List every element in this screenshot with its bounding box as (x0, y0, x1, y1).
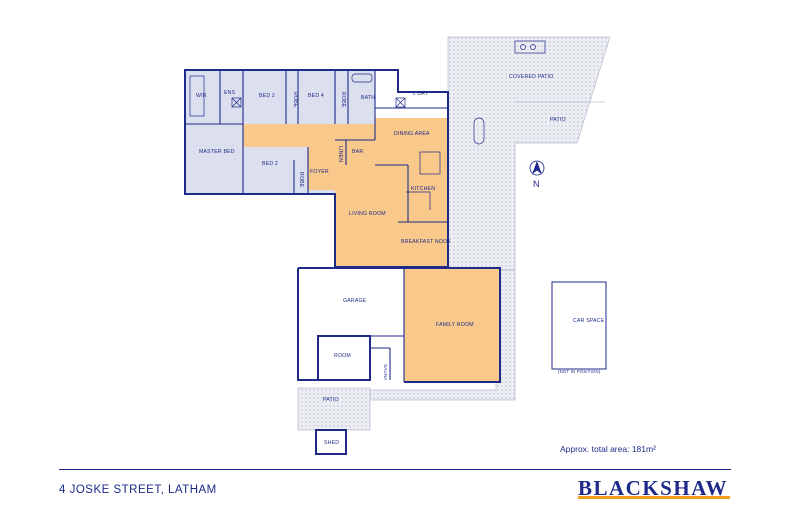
label-garage: GARAGE (343, 298, 367, 304)
label-living-room: LIVING ROOM (349, 211, 386, 217)
footer-divider (59, 469, 731, 470)
label-family-room: FAMILY ROOM (436, 322, 474, 328)
label-not-in-position: (NOT IN POSITION) (558, 369, 601, 374)
car-space-outline (551, 281, 607, 370)
label-patio-right: PATIO (550, 117, 566, 123)
label-robe3: ROBE (298, 172, 304, 188)
family-room-fill (404, 269, 500, 382)
label-kitchen: KITCHEN (411, 186, 435, 192)
label-breakfast-nook: BREAKFAST NOOK (401, 239, 451, 245)
label-bed4: BED 4 (308, 93, 324, 99)
north-compass (529, 160, 545, 176)
total-area: Approx. total area: 181m² (560, 444, 656, 454)
living-zone (243, 118, 448, 267)
fixtures (189, 40, 546, 210)
label-bath: BATH (361, 95, 375, 101)
label-foyer: FOYER (310, 169, 329, 175)
walls (184, 69, 501, 455)
label-shed: SHED (324, 440, 339, 446)
label-bed2-top: BED 2 (259, 93, 275, 99)
label-wir: WIR (196, 93, 207, 99)
label-dining: DINING AREA (394, 131, 430, 137)
property-address: 4 JOSKE STREET, LATHAM (59, 484, 217, 496)
label-sauna: SAUNA (383, 364, 388, 381)
label-bar: BAR (352, 149, 363, 155)
label-car-space: CAR SPACE (573, 318, 605, 324)
compass-north-label: N (533, 179, 540, 189)
patio-bottom-paving (297, 387, 371, 431)
covered-patio-paving (447, 36, 611, 271)
label-master-bed: MASTER BED (199, 149, 235, 155)
label-patio-bottom: PATIO (323, 397, 339, 403)
label-covered-patio: COVERED PATIO (509, 74, 554, 80)
interior-walls (185, 70, 448, 382)
label-ens: ENS (224, 90, 236, 96)
brand-accent-bar (578, 496, 730, 499)
label-robe2: ROBE (340, 92, 346, 108)
label-room: ROOM (334, 353, 351, 359)
label-linen: LINEN (337, 146, 343, 162)
label-robe1: ROBE (292, 92, 298, 108)
label-bed2: BED 2 (262, 161, 278, 167)
label-ldry: L'DRY (413, 91, 429, 97)
